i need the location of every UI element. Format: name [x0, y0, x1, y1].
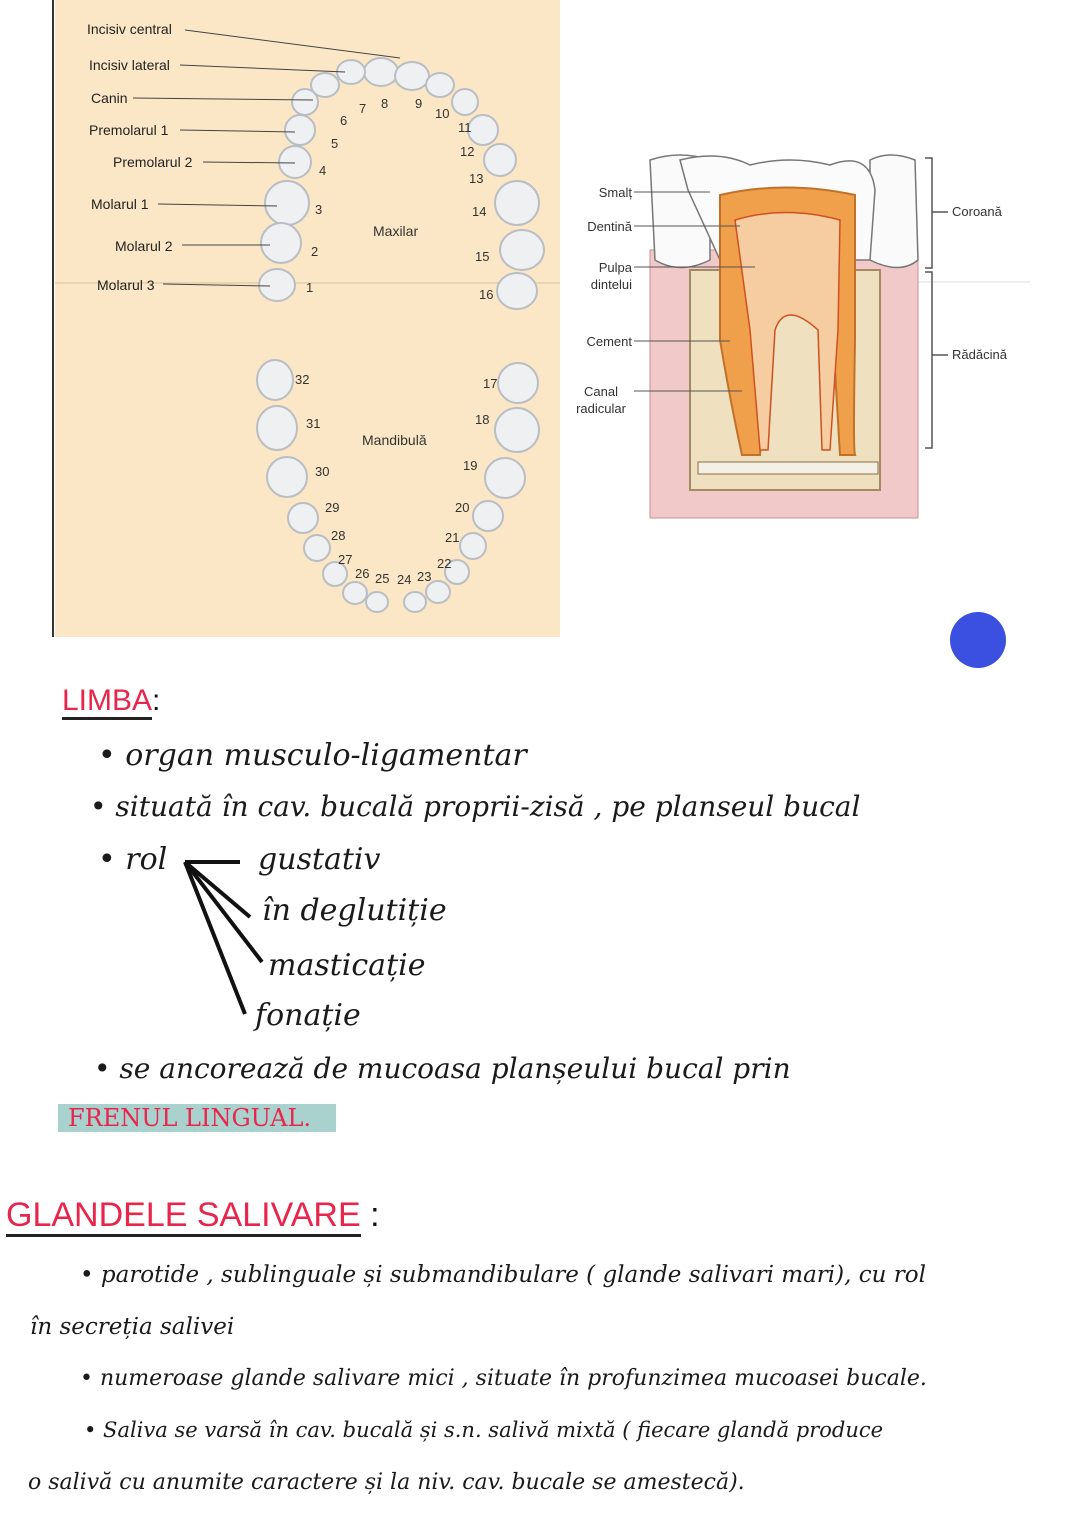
rol-fonatie: fonație — [255, 998, 361, 1033]
limba-bullet-ancoreaza: • se ancorează de mucoasa planșeului buc… — [94, 1052, 791, 1085]
label-canal-line-1: Canal — [584, 384, 618, 399]
label-canal: Canal radicular — [570, 383, 632, 417]
page-left-rule — [52, 0, 54, 637]
dental-arch-drawing — [55, 29, 560, 613]
tooth-number: 26 — [355, 566, 370, 581]
label-radacina: Rădăcină — [952, 347, 1007, 362]
label-incisiv-central: Incisiv central — [87, 21, 172, 37]
tooth-number: 1 — [306, 280, 314, 295]
label-pulpa-line-2: dintelui — [590, 277, 632, 292]
rol-branch-arrows — [183, 860, 264, 1015]
tooth-number: 4 — [319, 163, 327, 178]
label-canal-line-2: radicular — [576, 401, 626, 416]
tooth-number: 2 — [311, 244, 319, 259]
tooth-number: 18 — [475, 412, 490, 427]
glande-line-3: • numeroase glande salivare mici , situa… — [80, 1366, 927, 1391]
rol-gustativ: gustativ — [258, 842, 381, 877]
tooth-number: 30 — [315, 464, 330, 479]
label-pulpa: Pulpa dintelui — [570, 259, 632, 293]
glande-line-2: în secreția salivei — [30, 1314, 235, 1340]
tooth-number: 6 — [340, 113, 348, 128]
tooth-number: 15 — [475, 249, 490, 264]
limba-bullet-situata: • situată în cav. bucală proprii-zisă , … — [90, 790, 861, 823]
dental-arch-figure: Incisiv central Incisiv lateral Canin Pr… — [55, 0, 560, 637]
region-mandibula: Mandibulă — [362, 432, 427, 448]
glande-line-5: o salivă cu anumite caractere și la niv.… — [28, 1470, 745, 1495]
tooth-number: 24 — [397, 572, 412, 587]
rol-deglutitie: în deglutiție — [262, 893, 447, 928]
glande-title: GLANDELE SALIVARE — [6, 1196, 361, 1237]
label-coroana: Coroană — [952, 204, 1002, 219]
tooth-number: 23 — [417, 569, 432, 584]
frenul-highlight — [58, 1104, 336, 1132]
label-incisiv-lateral: Incisiv lateral — [89, 57, 170, 73]
tooth-number: 11 — [458, 120, 472, 135]
label-canin: Canin — [91, 90, 128, 106]
label-premolarul-2: Premolarul 2 — [113, 154, 193, 170]
tooth-number: 25 — [375, 571, 390, 586]
tooth-number: 14 — [472, 204, 487, 219]
label-pulpa-line-1: Pulpa — [598, 260, 632, 275]
tooth-number: 7 — [359, 101, 367, 116]
limba-title: LIMBA — [62, 684, 153, 720]
tooth-number: 22 — [437, 556, 452, 571]
label-molarul-2: Molarul 2 — [115, 238, 173, 254]
tooth-number: 27 — [338, 552, 353, 567]
tooth-number: 20 — [455, 500, 470, 515]
tooth-leader-lines — [634, 157, 948, 449]
tooth-number: 16 — [479, 287, 494, 302]
tooth-number: 13 — [469, 171, 484, 186]
glande-colon: : — [360, 1196, 380, 1234]
tooth-section-figure: Smalț Dentină Pulpa dintelui Cement Cana… — [570, 150, 1030, 530]
limba-heading: LIMBA: — [62, 684, 161, 720]
tooth-number: 19 — [463, 458, 478, 473]
region-maxilar: Maxilar — [373, 223, 419, 239]
tooth-number: 12 — [460, 144, 475, 159]
label-premolarul-1: Premolarul 1 — [89, 122, 169, 138]
frenul-lingual: FRENUL LINGUAL. — [68, 1104, 312, 1132]
tooth-number: 5 — [331, 136, 339, 151]
label-dentina: Dentină — [587, 219, 632, 234]
label-molarul-1: Molarul 1 — [91, 196, 149, 212]
limba-bullet-organ: • organ musculo-ligamentar — [98, 738, 527, 773]
label-molarul-3: Molarul 3 — [97, 277, 155, 293]
tooth-number: 32 — [295, 372, 310, 387]
tooth-number: 10 — [435, 106, 450, 121]
rol-masticatie: masticație — [268, 948, 426, 983]
tooth-number: 17 — [483, 376, 498, 391]
label-cement: Cement — [586, 334, 632, 349]
label-smalt: Smalț — [598, 185, 632, 200]
tooth-number: 31 — [306, 416, 321, 431]
glande-heading: GLANDELE SALIVARE : — [6, 1196, 380, 1237]
glande-line-4: • Saliva se varsă în cav. bucală și s.n.… — [84, 1418, 884, 1442]
tooth-number: 3 — [315, 202, 323, 217]
floating-action-button[interactable] — [950, 612, 1006, 668]
tooth-number: 8 — [381, 96, 389, 111]
tooth-section-drawing — [649, 154, 1030, 519]
tooth-number: 21 — [445, 530, 460, 545]
glande-line-1: • parotide , sublinguale și submandibula… — [80, 1262, 926, 1288]
tooth-number: 29 — [325, 500, 340, 515]
limba-colon: : — [152, 684, 161, 717]
limba-bullet-rol: • rol — [98, 842, 168, 877]
tooth-number: 9 — [415, 96, 423, 111]
tooth-number: 28 — [331, 528, 346, 543]
